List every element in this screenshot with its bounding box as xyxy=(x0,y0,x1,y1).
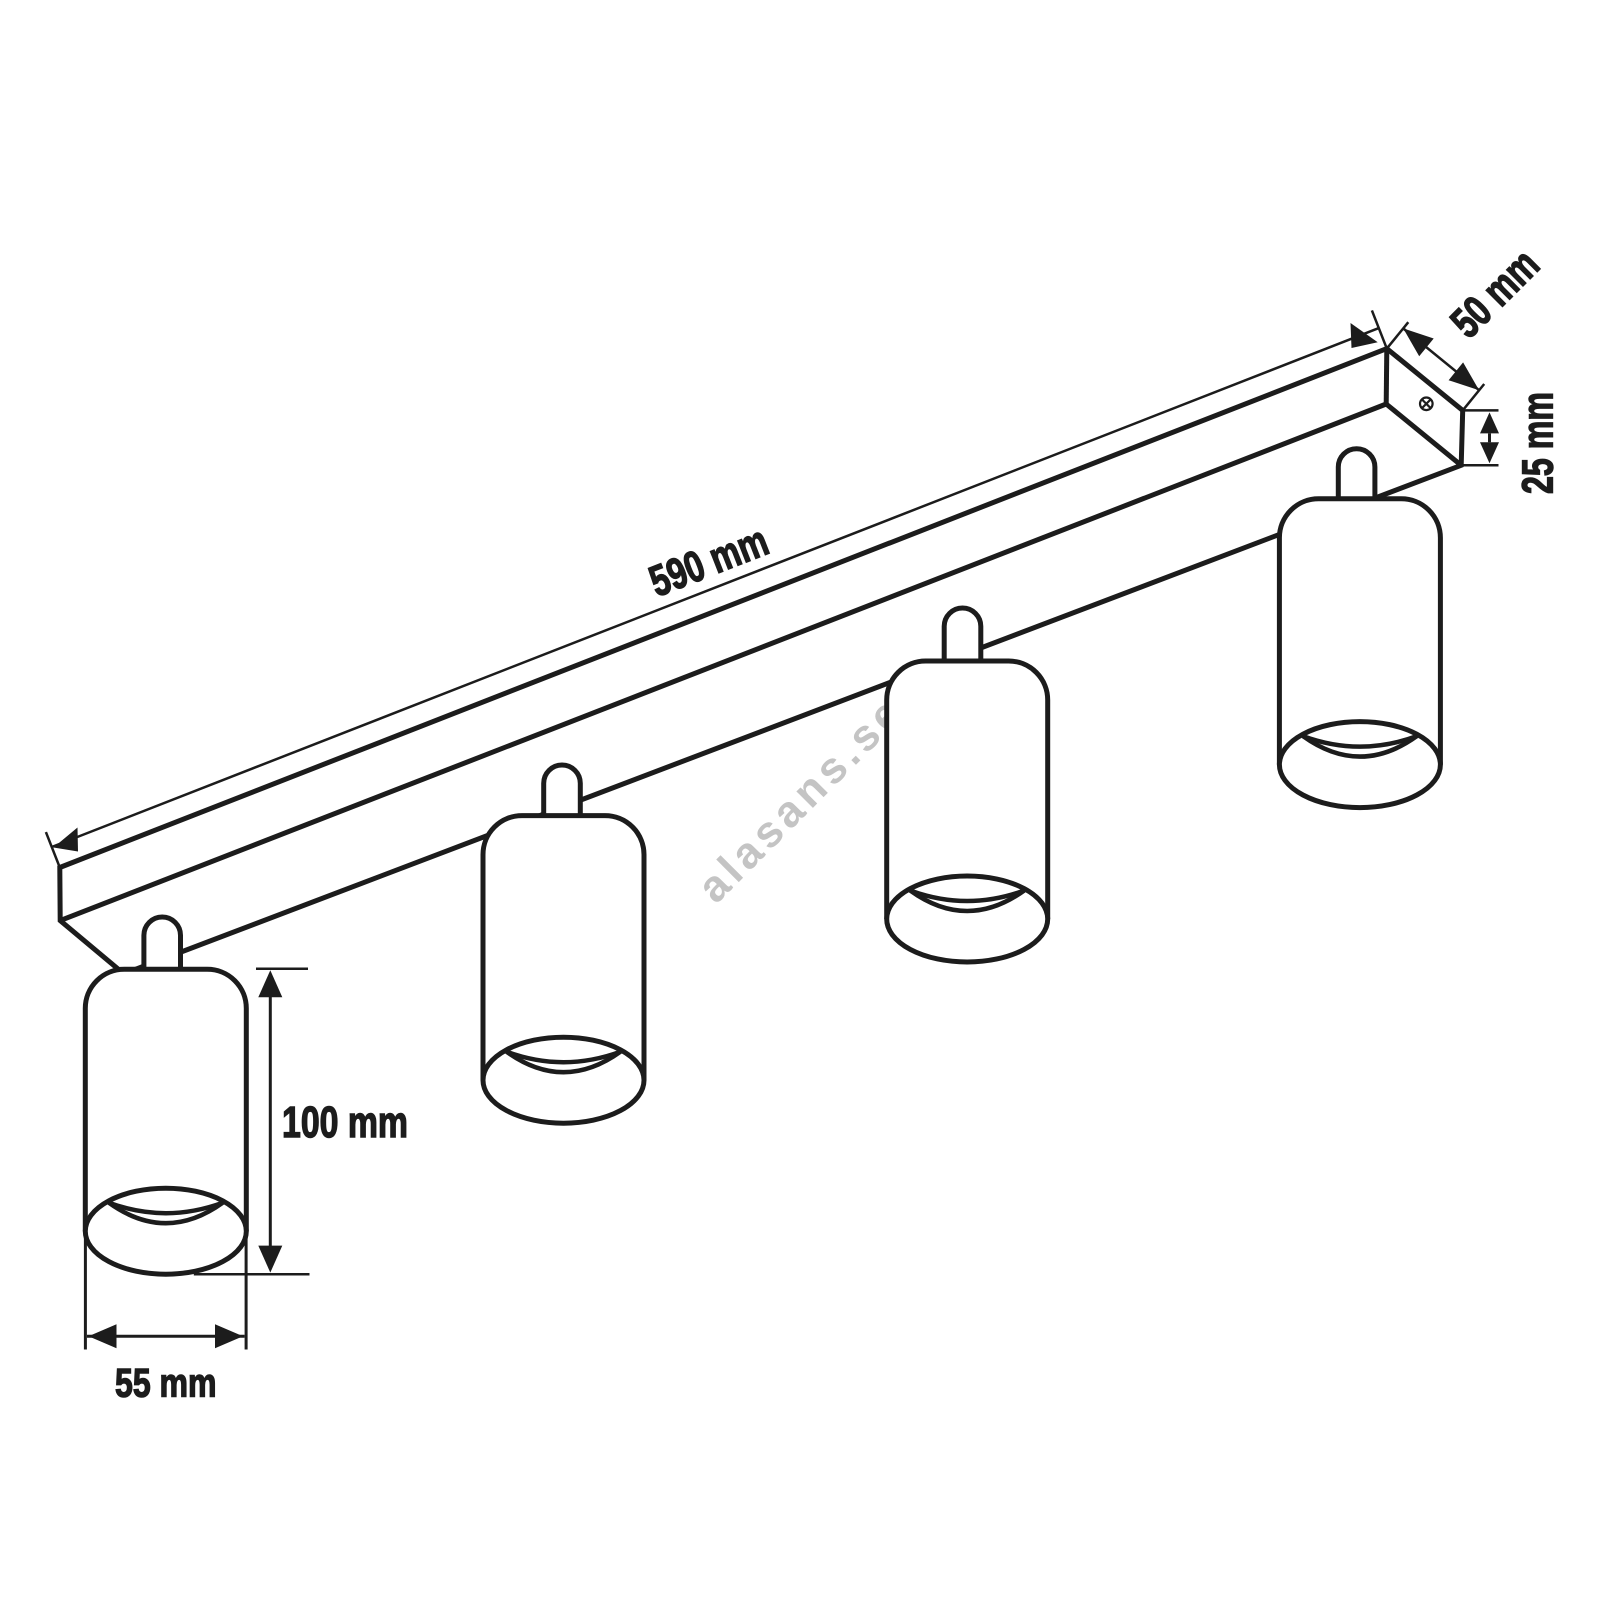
svg-text:25 mm: 25 mm xyxy=(1514,392,1562,494)
svg-text:55 mm: 55 mm xyxy=(115,1362,217,1406)
svg-text:100 mm: 100 mm xyxy=(282,1099,408,1147)
